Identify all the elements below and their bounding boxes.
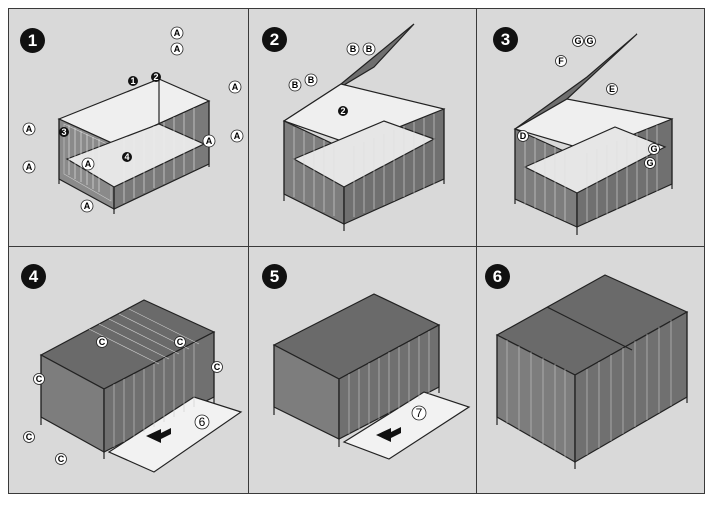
grid-divider — [476, 8, 477, 494]
svg-text:C: C — [36, 374, 43, 384]
svg-text:A: A — [234, 131, 241, 141]
svg-text:B: B — [366, 44, 373, 54]
callout-marker — [170, 26, 184, 40]
svg-text:G: G — [650, 144, 657, 154]
callout-marker — [170, 42, 184, 56]
callout-marker — [228, 80, 242, 94]
step-6-panel: 6 — [477, 247, 704, 494]
grid-divider — [8, 246, 705, 247]
step-1-badge: 1 — [20, 28, 45, 53]
svg-text:A: A — [174, 28, 181, 38]
svg-text:A: A — [84, 201, 91, 211]
svg-text:4: 4 — [124, 152, 129, 162]
step-5-illustration: 7 — [272, 293, 471, 460]
svg-text:G: G — [586, 36, 593, 46]
callout-marker — [22, 160, 36, 174]
svg-text:A: A — [174, 44, 181, 54]
step-1-panel: 1 — [9, 9, 248, 246]
svg-text:C: C — [58, 454, 65, 464]
svg-text:A: A — [26, 162, 33, 172]
svg-text:6: 6 — [199, 415, 206, 429]
svg-text:1: 1 — [130, 76, 135, 86]
svg-text:D: D — [520, 131, 527, 141]
svg-text:F: F — [558, 56, 564, 66]
slide-in-arrow-icon — [376, 427, 401, 442]
svg-text:C: C — [26, 432, 33, 442]
svg-text:B: B — [292, 80, 299, 90]
step-6-illustration — [495, 274, 689, 469]
step-4-badge: 4 — [21, 264, 46, 289]
svg-text:B: B — [350, 44, 357, 54]
svg-text:A: A — [232, 82, 239, 92]
callout-marker — [81, 157, 95, 171]
svg-text:2: 2 — [153, 72, 158, 82]
step-2-badge: 2 — [262, 27, 287, 52]
callout-marker — [202, 134, 216, 148]
step-4-panel: 4 C C C — [9, 247, 248, 494]
step-6-badge: 6 — [485, 264, 510, 289]
svg-text:A: A — [206, 136, 213, 146]
slide-in-arrow-icon — [146, 428, 171, 443]
svg-text:C: C — [214, 362, 221, 372]
step-4-illustration: C C C C C C 6 — [23, 299, 243, 473]
svg-text:G: G — [574, 36, 581, 46]
svg-text:2: 2 — [340, 106, 345, 116]
step-3-badge: 3 — [493, 27, 518, 52]
svg-text:3: 3 — [61, 127, 66, 137]
svg-text:C: C — [177, 337, 184, 347]
svg-text:A: A — [85, 159, 92, 169]
callout-marker — [230, 129, 244, 143]
svg-text:E: E — [609, 84, 615, 94]
svg-text:G: G — [646, 158, 653, 168]
step-5-panel: 5 7 — [249, 247, 476, 494]
step-5-badge: 5 — [262, 264, 287, 289]
callout-marker — [22, 122, 36, 136]
callout-marker — [80, 199, 94, 213]
grid-divider — [248, 8, 249, 494]
svg-text:C: C — [99, 337, 106, 347]
svg-text:B: B — [308, 75, 315, 85]
svg-text:7: 7 — [416, 406, 423, 420]
svg-text:A: A — [26, 124, 33, 134]
